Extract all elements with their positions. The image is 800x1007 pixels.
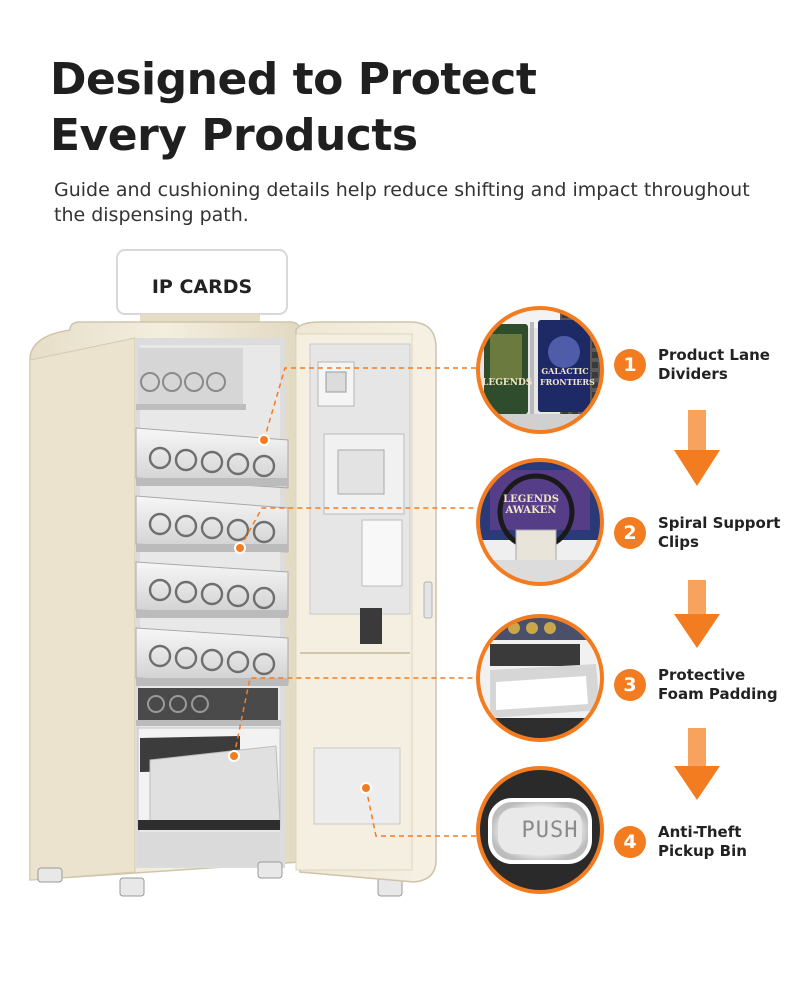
feature-1-number-badge: 1 — [614, 349, 646, 381]
pickup-bin — [137, 727, 281, 866]
arrow-down-icon — [674, 410, 720, 486]
closeup-pickup-bin — [476, 766, 604, 894]
feature-4: 4 Anti-Theft Pickup Bin — [614, 812, 800, 872]
arrow-down-icon — [674, 728, 720, 800]
feature-4-label: Anti-Theft Pickup Bin — [658, 823, 747, 860]
feature-2-number-badge: 2 — [614, 517, 646, 549]
title-line-1: Designed to Protect — [50, 54, 537, 105]
feature-4-number-badge: 4 — [614, 826, 646, 858]
open-door — [295, 321, 437, 883]
feature-1-label: Product Lane Dividers — [658, 346, 770, 383]
callout-dots — [228, 434, 372, 794]
page-title: Designed to Protect Every Products — [50, 52, 537, 164]
spiral-trays — [135, 348, 289, 726]
callout-leaders — [233, 367, 478, 837]
closeup-foam-padding — [476, 614, 604, 742]
feature-3: 3 Protective Foam Padding — [614, 655, 800, 715]
title-line-2: Every Products — [50, 110, 418, 161]
page-subtitle: Guide and cushioning details help reduce… — [54, 179, 750, 226]
arrow-down-icon — [674, 580, 720, 648]
bin-push-label: PUSH — [521, 818, 579, 843]
feature-3-label: Protective Foam Padding — [658, 666, 778, 703]
sign-label: IP CARDS — [151, 276, 253, 298]
feature-1: 1 Product Lane Dividers — [614, 335, 800, 395]
closeup-lane-dividers — [476, 306, 604, 434]
feature-2: 2 Spiral Support Clips — [614, 503, 800, 563]
casters — [37, 861, 403, 897]
feature-3-number-badge: 3 — [614, 669, 646, 701]
card-label-galactic: GALACTIC FRONTIERS — [540, 366, 595, 387]
closeup-spiral-clips — [476, 458, 604, 586]
card-label-legends-awaken: LEGENDS AWAKEN — [503, 494, 559, 516]
card-label-legends: LEGENDS — [482, 378, 533, 388]
feature-2-label: Spiral Support Clips — [658, 514, 781, 551]
